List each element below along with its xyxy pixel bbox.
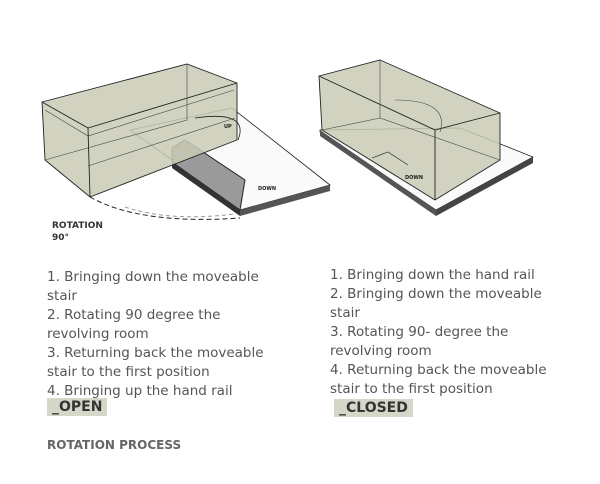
box-inner-edge (87, 117, 236, 167)
platform-edge (240, 185, 330, 216)
rotation-arc-secondary (124, 206, 236, 218)
open-state-drawing: UP DOWN (41, 63, 331, 220)
list-item: 3. Returning back the moveable stair to … (47, 345, 264, 380)
rotation-label: ROTATION 90° (52, 220, 103, 244)
platform-edge-right (436, 157, 533, 216)
rotation-angle: 90° (52, 233, 70, 243)
list-item: 2. Bringing down the moveable stair (330, 286, 542, 321)
list-item: 2. Rotating 90 degree the revolving room (47, 307, 221, 342)
list-item: 1. Bringing down the hand rail (330, 267, 535, 283)
open-tag: _OPEN (47, 398, 108, 416)
floor-opening-arc (394, 99, 442, 133)
figure-caption: ROTATION PROCESS (47, 438, 182, 452)
list-item: 4. Bringing up the hand rail (47, 383, 233, 399)
box-front-edge (87, 127, 91, 198)
platform-edge (320, 130, 436, 216)
list-item: 3. Rotating 90- degree the revolving roo… (330, 324, 509, 359)
list-item: 1. Bringing down the moveable stair (47, 269, 259, 304)
closed-state-drawing: DOWN (318, 59, 534, 216)
list-item: 4. Returning back the moveable stair to … (330, 362, 547, 397)
box-hidden-edge (379, 117, 501, 161)
down-label: DOWN (258, 186, 276, 192)
box-inner-edge (44, 89, 235, 137)
rotation-arc (89, 196, 241, 220)
up-label: UP (224, 124, 232, 130)
stair-side (172, 162, 240, 216)
closed-tag: _CLOSED (334, 399, 413, 417)
box-hidden-edge (44, 64, 188, 161)
open-steps-list: 1. Bringing down the moveable stair 2. R… (47, 268, 287, 401)
closed-steps-list: 1. Bringing down the hand rail 2. Bringi… (330, 266, 575, 399)
rotation-text: ROTATION (52, 221, 103, 231)
down-label: DOWN (405, 175, 423, 181)
door-swing-arc (194, 115, 241, 141)
stair-outline (371, 151, 409, 166)
